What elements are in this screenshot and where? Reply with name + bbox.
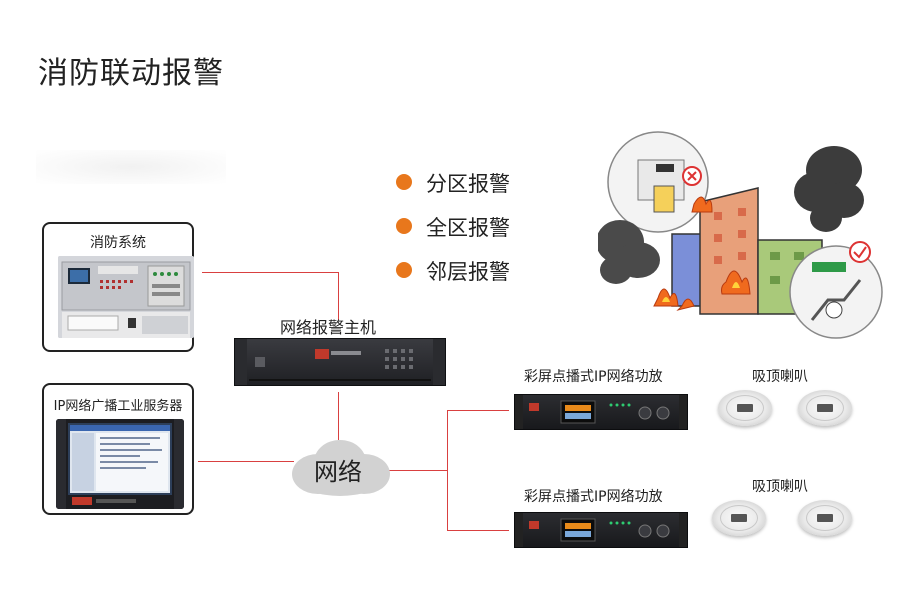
fire-control-panel-image: [58, 256, 194, 338]
connector-branch-bottom: [447, 530, 509, 531]
amplifier-top-device: [514, 394, 688, 430]
connector-network-branch: [386, 470, 448, 471]
connector-server-network: [198, 461, 294, 462]
speakers-top-label: 吸顶喇叭: [752, 369, 808, 385]
server-label: IP网络广播工业服务器: [53, 399, 183, 414]
speakers-bottom-label: 吸顶喇叭: [752, 479, 808, 495]
connector-host-network: [338, 392, 339, 440]
connector-fire-host-h: [202, 272, 338, 273]
ceiling-speaker-top-1: [718, 390, 772, 426]
connector-branch-vertical: [447, 410, 448, 530]
network-cloud: 网络: [288, 436, 392, 498]
amp-top-label: 彩屏点播式IP网络功放: [524, 369, 663, 385]
server-box: IP网络广播工业服务器: [42, 383, 194, 515]
host-label: 网络报警主机: [280, 318, 377, 337]
fire-system-box: 消防系统: [42, 222, 194, 352]
feature-label-zone: 分区报警: [426, 172, 510, 196]
amplifier-bottom-device: [514, 512, 688, 548]
connector-branch-top: [447, 410, 509, 411]
feature-label-all: 全区报警: [426, 216, 510, 240]
feature-bullet-1: [396, 174, 412, 190]
connector-fire-host-v: [338, 272, 339, 320]
ceiling-speaker-bottom-1: [712, 500, 766, 536]
ceiling-speaker-top-2: [798, 390, 852, 426]
alarm-host-device: [234, 338, 446, 386]
feature-bullet-2: [396, 218, 412, 234]
blurred-placeholder: [36, 150, 226, 184]
feature-bullet-3: [396, 262, 412, 278]
ceiling-speaker-bottom-2: [798, 500, 852, 536]
network-label: 网络: [314, 458, 362, 486]
amp-bottom-label: 彩屏点播式IP网络功放: [524, 489, 663, 505]
industrial-server-image: [56, 419, 184, 509]
fire-system-label: 消防系统: [90, 235, 146, 251]
page-title: 消防联动报警: [38, 56, 224, 91]
fire-building-illustration: [596, 130, 888, 346]
feature-label-adjacent: 邻层报警: [426, 260, 510, 284]
